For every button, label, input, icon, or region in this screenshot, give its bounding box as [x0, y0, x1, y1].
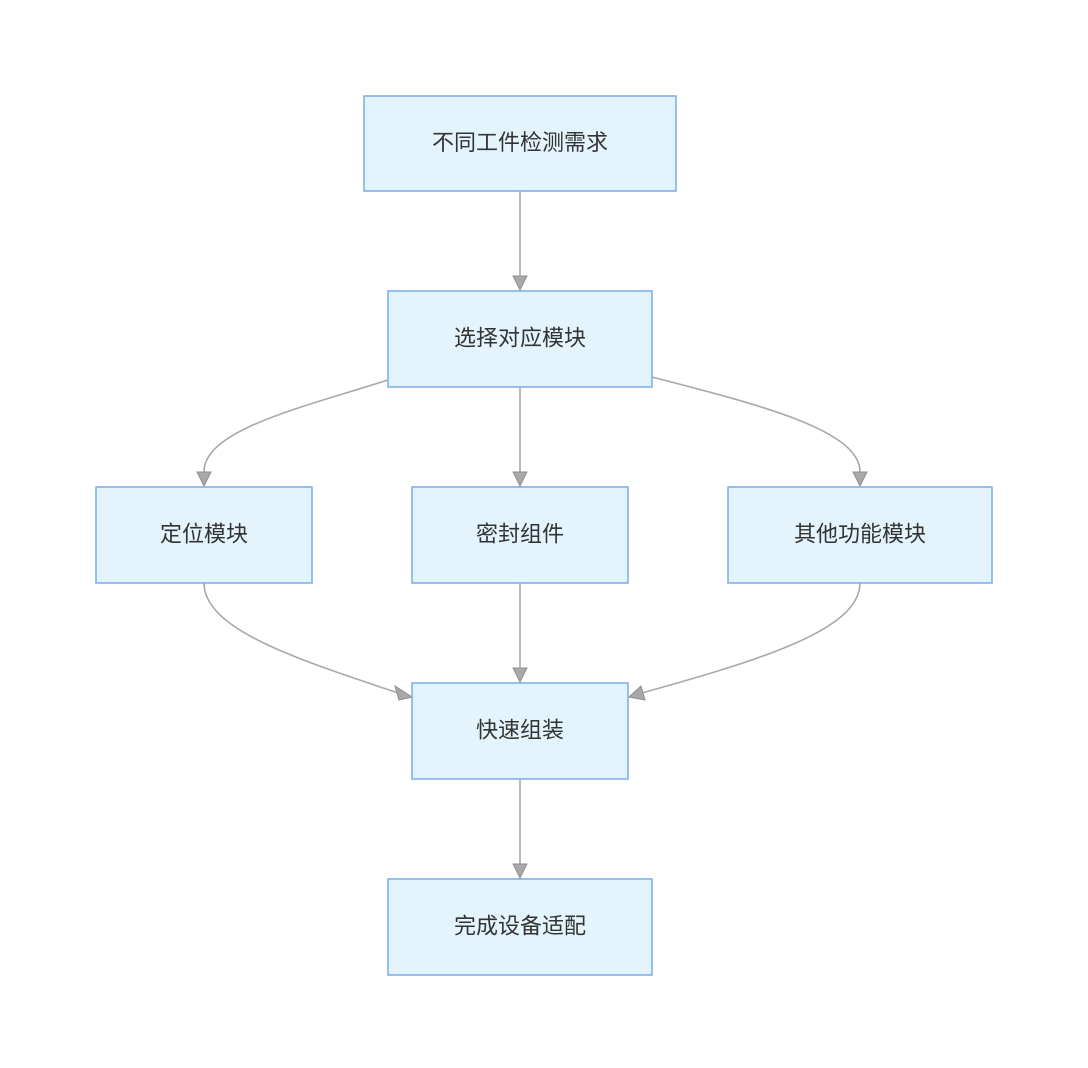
node-sealing: 密封组件 — [411, 486, 629, 584]
edge-select-to-positioning — [203, 379, 389, 473]
node-sealing-label: 密封组件 — [476, 523, 564, 548]
node-positioning-box — [95, 486, 313, 584]
node-select-label: 选择对应模块 — [454, 327, 586, 352]
node-other-box — [727, 486, 993, 584]
node-assembly: 快速组装 — [411, 682, 629, 780]
arrow-select-to-sealing — [512, 471, 528, 488]
node-select-box — [387, 290, 653, 388]
edges — [196, 191, 868, 880]
node-complete-box — [387, 878, 653, 976]
node-positioning: 定位模块 — [95, 486, 313, 584]
arrow-positioning-to-assembly — [394, 684, 414, 701]
edge-positioning-to-assembly — [203, 582, 399, 694]
node-assembly-box — [411, 682, 629, 780]
node-demand: 不同工件检测需求 — [363, 95, 677, 192]
node-assembly-label: 快速组装 — [476, 719, 564, 744]
node-demand-label: 不同工件检测需求 — [432, 131, 608, 156]
arrow-sealing-to-assembly — [512, 667, 528, 684]
arrow-demand-to-select — [512, 275, 528, 292]
node-demand-box — [363, 95, 677, 192]
node-sealing-box — [411, 486, 629, 584]
node-other-label: 其他功能模块 — [794, 523, 926, 548]
node-other: 其他功能模块 — [727, 486, 993, 584]
node-complete: 完成设备适配 — [387, 878, 653, 976]
arrow-other-to-assembly — [627, 685, 646, 701]
arrow-select-to-other — [852, 471, 868, 488]
node-select: 选择对应模块 — [387, 290, 653, 388]
edge-select-to-other — [651, 376, 861, 473]
node-complete-label: 完成设备适配 — [454, 915, 586, 940]
arrow-assembly-to-complete — [512, 863, 528, 880]
arrow-select-to-positioning — [196, 471, 212, 488]
edge-other-to-assembly — [641, 582, 861, 694]
node-positioning-label: 定位模块 — [160, 523, 248, 548]
